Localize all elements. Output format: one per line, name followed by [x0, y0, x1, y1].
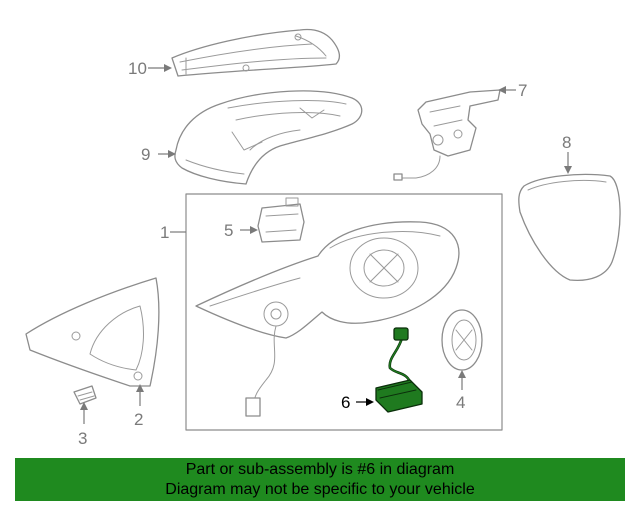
callout-4[interactable]: 4: [456, 393, 465, 412]
part-10-turn-signal[interactable]: [171, 28, 341, 77]
arrow-6: [366, 398, 374, 406]
part-6-control-module[interactable]: [375, 327, 423, 413]
part-4-actuator[interactable]: [441, 309, 483, 371]
callout-1[interactable]: 1: [160, 223, 169, 242]
part-1-mirror-assembly[interactable]: [195, 221, 460, 417]
part-8-mirror-glass[interactable]: [518, 173, 621, 282]
arrow-4: [458, 370, 466, 378]
part-5-bracket[interactable]: [257, 197, 305, 243]
callout-7[interactable]: 7: [518, 81, 527, 100]
callout-2[interactable]: 2: [134, 410, 143, 429]
arrow-7: [498, 86, 506, 94]
callout-6[interactable]: 6: [341, 393, 350, 412]
part-9-mirror-cover[interactable]: [174, 90, 363, 185]
callout-5[interactable]: 5: [224, 221, 233, 240]
callout-9[interactable]: 9: [141, 145, 150, 164]
part-2-inner-bezel[interactable]: [25, 277, 160, 387]
arrow-10: [164, 64, 172, 72]
arrow-9: [168, 150, 176, 158]
arrow-2: [136, 384, 144, 392]
arrow-8: [564, 166, 572, 174]
assembly-1-frame: [185, 193, 503, 431]
callout-10[interactable]: 10: [128, 59, 147, 78]
callout-8[interactable]: 8: [562, 133, 571, 152]
info-banner: Part or sub-assembly is #6 in diagram Di…: [15, 458, 625, 501]
part-7-fold-motor[interactable]: [393, 89, 501, 181]
banner-line-1: Part or sub-assembly is #6 in diagram: [185, 461, 455, 478]
callout-3[interactable]: 3: [78, 429, 87, 448]
arrow-3: [80, 402, 88, 410]
part-3-screw[interactable]: [73, 385, 97, 405]
arrow-5: [250, 226, 258, 234]
parts-diagram: 10 9 7 8 1 5: [25, 28, 621, 448]
banner-line-2: Diagram may not be specific to your vehi…: [165, 481, 475, 498]
